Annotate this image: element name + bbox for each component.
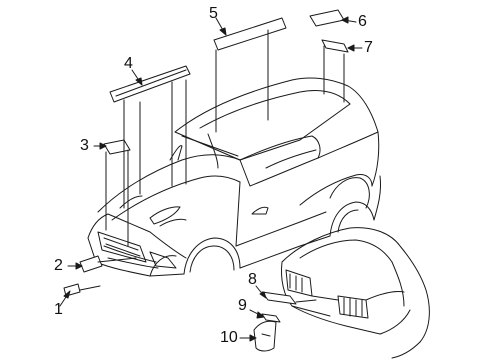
callout-1: 1 [54,301,63,318]
projection-lines [79,29,345,303]
callout-4: 4 [124,55,133,72]
rear-detail-inset [281,227,430,359]
callout-9: 9 [238,297,247,314]
callout-6: 6 [358,13,367,30]
stripe-parts [63,9,349,352]
callout-8: 8 [248,271,257,288]
callout-2: 2 [54,257,63,274]
callout-5: 5 [209,5,218,22]
callout-10: 10 [220,329,238,346]
car-body [87,77,381,277]
callout-3: 3 [80,137,89,154]
callout-arrows [59,16,363,342]
callout-7: 7 [364,39,373,56]
